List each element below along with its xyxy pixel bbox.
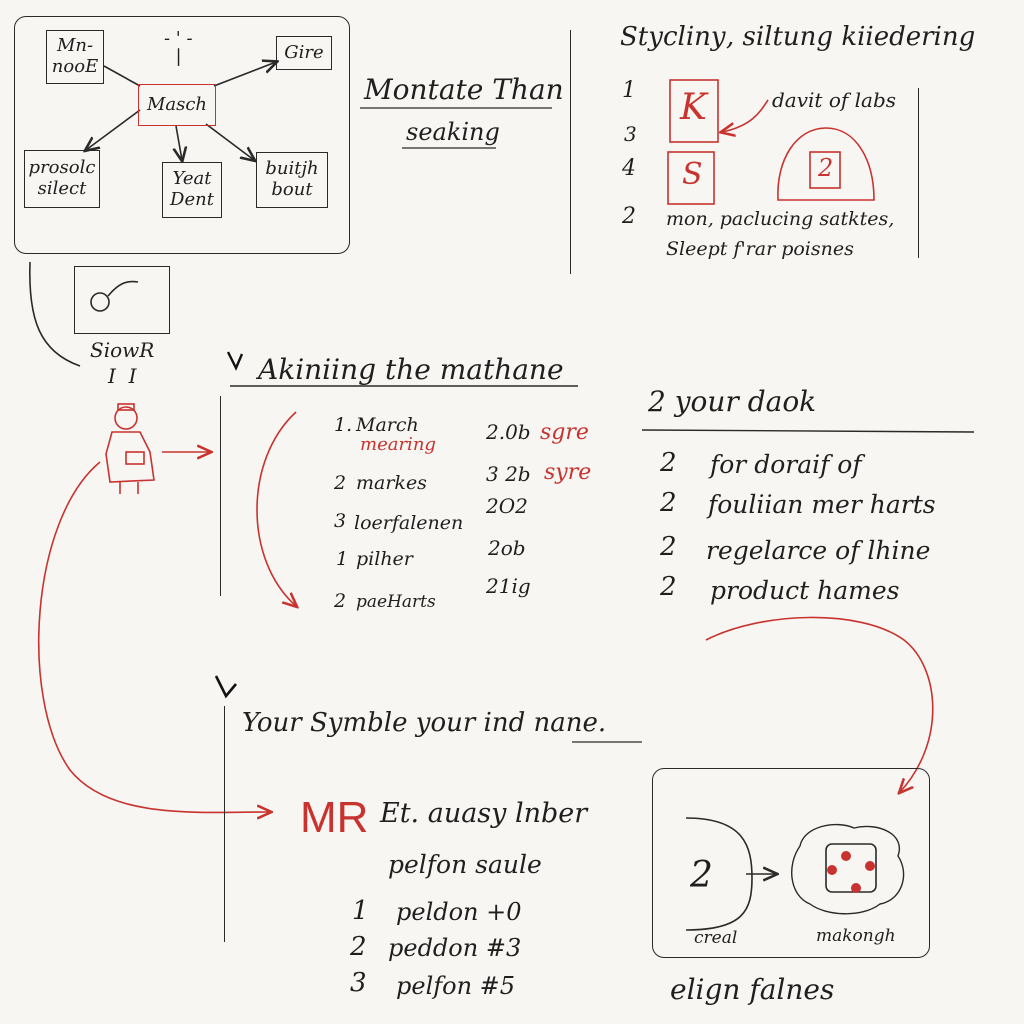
middle-item-1-label: March xyxy=(356,414,419,436)
frame-to-panel-curve xyxy=(28,261,81,367)
red-loop-arrow xyxy=(37,461,270,812)
right-item-4-num: 2 xyxy=(660,572,677,602)
bracket-number: 2 xyxy=(690,855,713,896)
box-k-label: K xyxy=(680,87,707,128)
dice-box xyxy=(825,843,877,893)
top-middle-title-line1: Montate Than xyxy=(364,73,564,106)
right-heading-underline xyxy=(641,429,975,433)
panel-sketch xyxy=(90,280,139,312)
middle-item-1-value: 2.0b xyxy=(486,420,531,444)
right-item-1-text: for doraif of xyxy=(710,450,862,479)
callout-arrow xyxy=(722,99,769,132)
bottom-item-1-num: 1 xyxy=(352,896,369,926)
middle-item-2-tag: syre xyxy=(544,460,592,485)
cloud-caption: makongh xyxy=(816,926,896,946)
dice-dots xyxy=(827,851,875,893)
node-top-left: Mn- nooE xyxy=(46,30,104,84)
right-item-4-text: product hames xyxy=(710,576,900,605)
middle-item-3-label: loerfalenen xyxy=(354,512,464,534)
middle-item-4-label: pilher xyxy=(356,548,413,570)
connector-topleft-center xyxy=(103,65,141,87)
node-bottom-center: Yeat Dent xyxy=(162,162,222,218)
middle-item-2-num: 2 xyxy=(334,472,347,494)
small-panel-ticks: I I xyxy=(108,364,137,388)
bottom-item-1-text: peldon +0 xyxy=(396,898,522,926)
right-item-1-num: 2 xyxy=(660,448,677,478)
top-right-row-2: 2 xyxy=(622,204,636,229)
middle-item-1-tag: sgre xyxy=(540,420,589,445)
middle-item-5-label: paeHarts xyxy=(356,592,436,612)
right-list-heading: 2 your daok xyxy=(648,385,817,418)
bottom-heading: Your Symble your ind nane. xyxy=(242,708,607,738)
connector-center-bottomleft xyxy=(86,109,141,150)
middle-item-1-sub: mearing xyxy=(360,434,436,455)
red-right-curve-arrow xyxy=(705,616,934,792)
separator-bottom xyxy=(224,706,225,942)
crosshair-mark: - ' - | xyxy=(164,28,193,67)
right-item-2-num: 2 xyxy=(660,488,677,518)
bottom-item-3-num: 3 xyxy=(350,968,367,998)
small-panel-frame xyxy=(74,266,170,334)
middle-item-2-label: markes xyxy=(356,472,427,494)
diagram-connectors xyxy=(86,62,276,160)
middle-item-5-num: 2 xyxy=(334,590,347,612)
arch-shape xyxy=(777,127,875,201)
arch-inner-box xyxy=(809,151,841,189)
middle-item-3-value: 2O2 xyxy=(486,494,528,518)
connector-center-topright xyxy=(213,62,276,87)
connector-center-bottomright xyxy=(205,123,254,160)
top-right-title: Styclinу, siltung kiiedering xyxy=(620,22,976,52)
middle-item-1-num: 1. xyxy=(334,414,353,436)
top-right-row-4: 4 xyxy=(622,156,636,181)
top-middle-title-line2: seaking xyxy=(406,118,500,146)
node-bottom-right: buitjh bout xyxy=(256,152,328,208)
top-right-line1: mon, paclucing satktes, xyxy=(666,208,895,230)
node-top-right: Gire xyxy=(276,36,332,70)
mr-mark: MR xyxy=(300,793,369,842)
right-item-3-num: 2 xyxy=(660,532,677,562)
separator-middle xyxy=(220,396,221,596)
middle-item-2-value: 3 2b xyxy=(486,462,531,486)
top-right-callout: davit of labs xyxy=(772,88,897,112)
heading-arrow-mark-2 xyxy=(214,675,237,699)
diagram-frame xyxy=(14,16,350,254)
node-bottom-left: prosolc silect xyxy=(24,150,100,208)
bottom-item-2-text: peddon #3 xyxy=(388,934,522,962)
right-item-3-text: regelarce of lhine xyxy=(706,536,931,565)
person-figure xyxy=(105,403,155,494)
top-right-line2: Sleept f'rar poisnes xyxy=(666,238,854,260)
cloud-shape xyxy=(791,823,905,915)
middle-item-3-num: 3 xyxy=(334,510,347,532)
bottom-right-footer: elign falnes xyxy=(670,973,835,1006)
arch-label: 2 xyxy=(818,154,834,182)
small-panel-caption: SiowR xyxy=(90,338,155,362)
middle-item-4-num: 1 xyxy=(336,548,349,570)
connector-center-bottomcenter xyxy=(176,125,182,160)
middle-item-4-value: 2ob xyxy=(488,536,526,560)
bracket-caption: creal xyxy=(694,928,738,948)
box-s xyxy=(667,151,715,205)
bottom-right-frame xyxy=(652,768,930,958)
bottom-line1: Et. auasy lnber xyxy=(380,798,588,829)
separator-top xyxy=(570,30,571,274)
bottom-item-3-text: pelfon #5 xyxy=(396,972,516,1000)
bracket-shape xyxy=(685,817,753,931)
middle-heading: Akiniing the mathane xyxy=(258,353,564,386)
bottom-item-2-num: 2 xyxy=(350,932,367,962)
middle-item-5-value: 21ig xyxy=(486,574,531,598)
box-k xyxy=(669,79,719,143)
box-s-label: S xyxy=(682,157,703,192)
bottom-line2: pelfon saule xyxy=(388,850,542,879)
top-right-row-3: 3 xyxy=(624,122,637,146)
top-right-row-1: 1 xyxy=(622,78,636,103)
node-center: Masch xyxy=(138,84,216,126)
right-item-2-text: fouliian mer harts xyxy=(708,490,936,519)
top-right-sketches xyxy=(667,79,875,205)
separator-top-right xyxy=(918,88,919,258)
middle-red-arc xyxy=(256,411,296,606)
heading-arrow-mark-1 xyxy=(226,351,244,371)
